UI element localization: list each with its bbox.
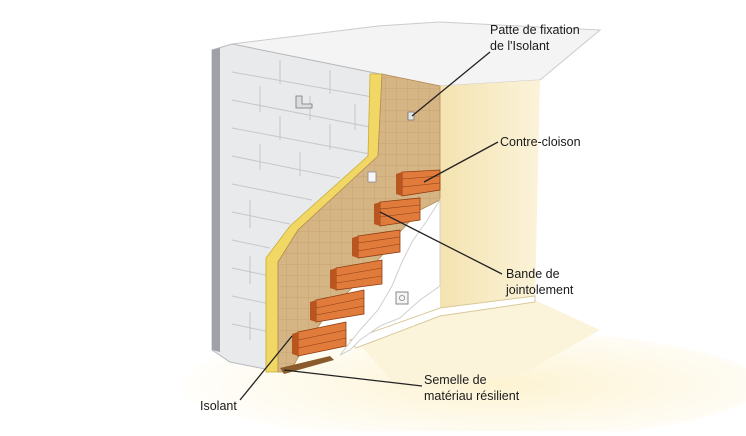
lining-board	[339, 198, 441, 356]
label-semelle-line2: matériau résilient	[424, 389, 520, 403]
label-bande-jointolement: Bande de jointolement	[506, 266, 573, 298]
fixation-bracket	[407, 111, 415, 121]
label-bande-line2: jointolement	[506, 283, 574, 297]
label-contre-cloison: Contre-cloison	[500, 134, 581, 150]
floor	[180, 330, 746, 436]
label-patte-line1: Patte de fixation	[490, 23, 580, 37]
label-patte-fixation: Patte de fixation de l'Isolant	[490, 22, 580, 54]
corner-bracket	[367, 171, 377, 183]
label-patte-line2: de l'Isolant	[490, 39, 550, 53]
baseboard	[349, 295, 536, 349]
outlet-icon	[395, 291, 409, 305]
label-isolant: Isolant	[200, 398, 237, 414]
label-semelle: Semelle de matériau résilient	[424, 372, 519, 404]
wall-anchor	[295, 95, 313, 109]
brick-partition	[292, 169, 441, 357]
wall-edge	[212, 48, 220, 352]
resilient-sole	[280, 356, 334, 374]
label-semelle-line1: Semelle de	[424, 373, 487, 387]
label-contre-cloison-line1: Contre-cloison	[500, 135, 581, 149]
room-wall	[440, 80, 540, 315]
label-bande-line1: Bande de	[506, 267, 560, 281]
label-isolant-line1: Isolant	[200, 399, 237, 413]
leader-lines	[239, 51, 503, 401]
